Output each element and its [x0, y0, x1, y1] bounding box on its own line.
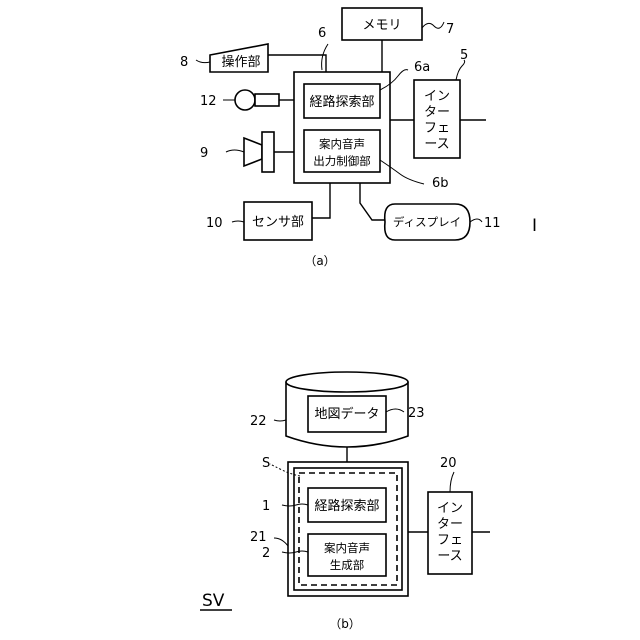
guidance-gen-line2: 生成部	[330, 558, 365, 572]
operation-label: 操作部	[221, 54, 260, 70]
display-connector	[360, 183, 385, 220]
operation-leader	[196, 60, 210, 63]
memory-ref: 7	[446, 22, 454, 37]
map-data-ref: 23	[408, 406, 425, 421]
guidance-output-line1: 案内音声	[319, 137, 365, 151]
system-label-a: I	[532, 216, 537, 236]
caption-a: （a）	[304, 254, 335, 268]
guidance-gen-line1: 案内音声	[324, 541, 370, 555]
route-search-ref: 6a	[414, 60, 430, 75]
map-data-label: 地図データ	[314, 406, 379, 422]
database-leader	[274, 420, 286, 421]
microphone-icon	[235, 90, 279, 110]
figure-b: 22 地図データ 23 S 21 経路探索部 1 案内音声 生成部 2 イン タ…	[200, 372, 490, 631]
display-label: ディスプレイ	[393, 215, 461, 229]
guidance-gen-ref: 2	[262, 546, 270, 561]
interface-a-leader	[456, 60, 465, 80]
dashed-group-ref: S	[262, 456, 270, 471]
sensor-connector	[312, 183, 330, 218]
interface-a-ref: 5	[460, 48, 468, 63]
interface-a-line2: ター	[424, 105, 450, 120]
interface-a-line1: イン	[424, 89, 450, 104]
operation-connector	[268, 55, 326, 72]
interface-b-line2: ター	[437, 517, 463, 532]
guidance-output-line2: 出力制御部	[313, 154, 371, 168]
interface-a-line4: ース	[424, 137, 449, 152]
route-search-ref-b: 1	[262, 499, 270, 514]
display-leader	[470, 219, 482, 222]
system-label-b: SV	[202, 591, 225, 611]
interface-b-ref: 20	[440, 456, 457, 471]
memory-leader	[422, 22, 444, 28]
speaker-ref: 9	[200, 146, 208, 161]
interface-b-line1: イン	[437, 501, 463, 516]
microphone-ref: 12	[200, 94, 217, 109]
interface-b-line4: ース	[437, 549, 462, 564]
sensor-label: センサ部	[252, 215, 304, 230]
route-search-label-b: 経路探索部	[314, 498, 379, 514]
interface-b-line3: フェ	[437, 533, 463, 548]
speaker-leader	[226, 150, 244, 152]
server-leader	[274, 538, 288, 546]
database-ref: 22	[250, 414, 267, 429]
display-ref: 11	[484, 216, 501, 231]
sensor-ref: 10	[206, 216, 223, 231]
caption-b: （b）	[329, 617, 361, 631]
interface-b-leader	[450, 472, 454, 492]
guidance-output-ref: 6b	[432, 176, 449, 191]
controller-ref: 6	[318, 26, 326, 41]
figure-a: メモリ 7 操作部 8 6 経路探索部 6a 案内音声 出力制御部 6b イン …	[180, 8, 537, 268]
operation-ref: 8	[180, 55, 188, 70]
speaker-icon	[244, 132, 274, 172]
memory-label: メモリ	[362, 18, 401, 33]
interface-a-line3: フェ	[424, 121, 450, 136]
route-search-label: 経路探索部	[309, 94, 374, 110]
controller-leader	[322, 44, 328, 70]
sensor-leader	[232, 221, 244, 222]
server-ref: 21	[250, 530, 267, 545]
